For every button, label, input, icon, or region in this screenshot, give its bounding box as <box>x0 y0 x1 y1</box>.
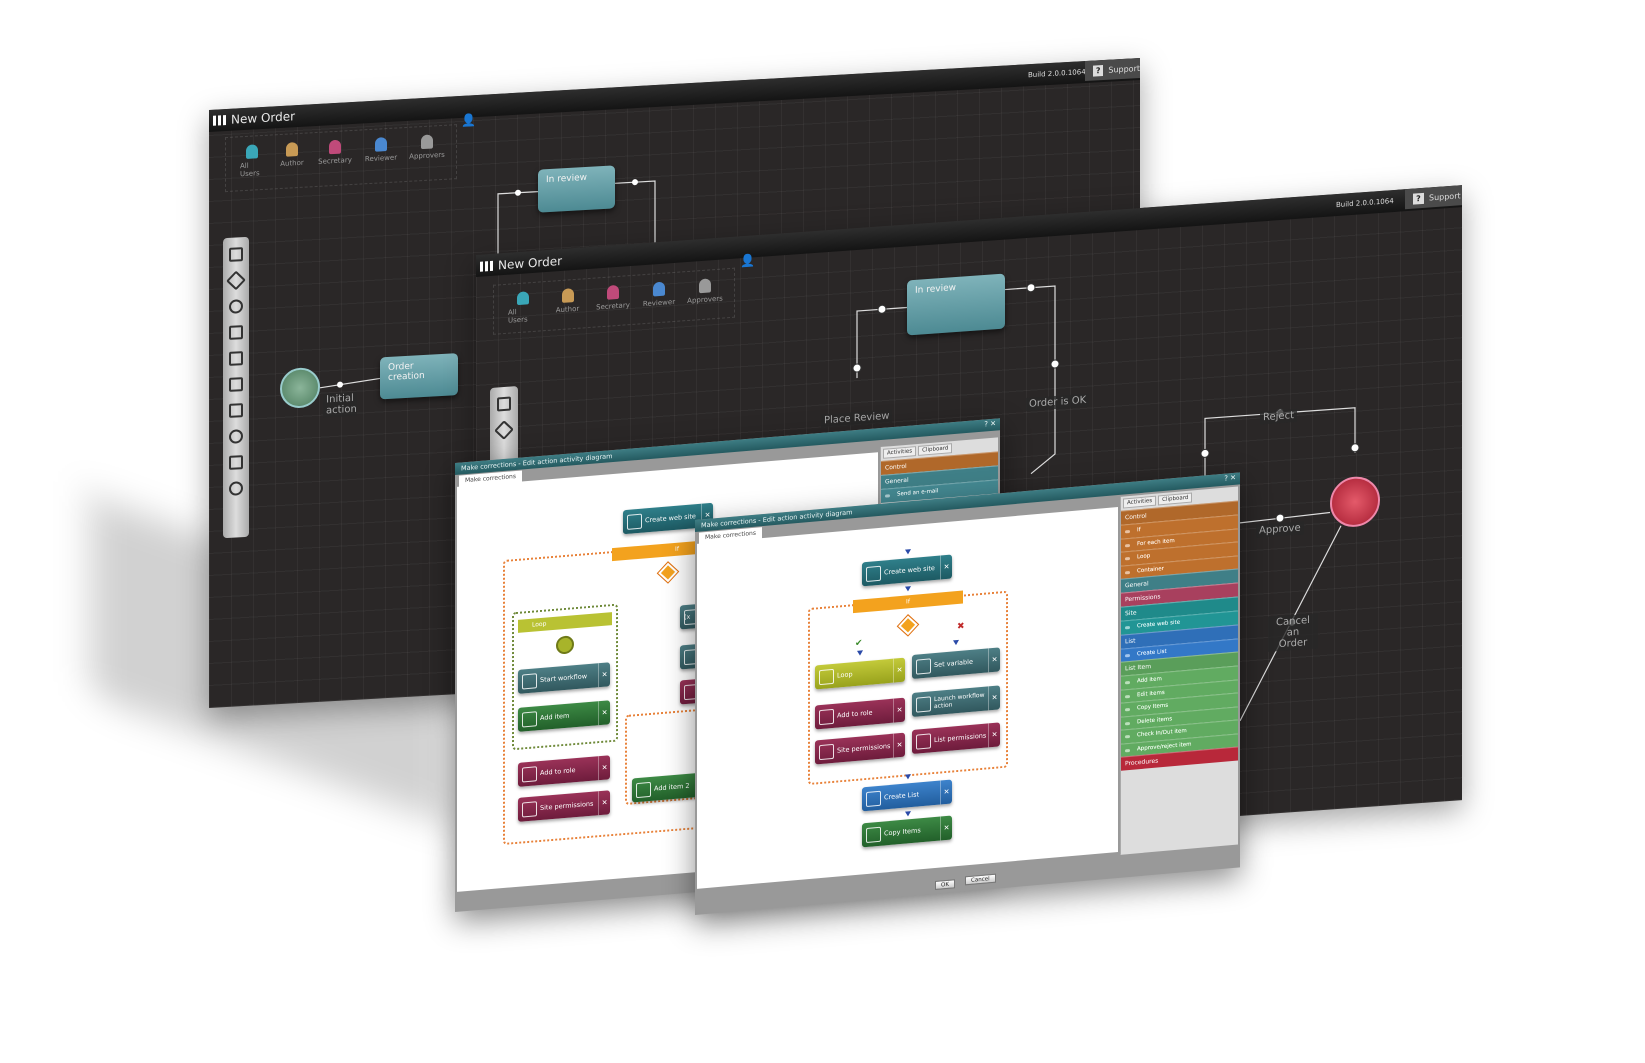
loop-tool-icon[interactable] <box>229 429 243 444</box>
false-branch-x-icon: ✖ <box>957 621 965 633</box>
delete-icon[interactable]: ✕ <box>893 657 905 683</box>
chart-tool-icon[interactable] <box>229 351 243 366</box>
dialog-controls[interactable]: ? ✕ <box>1224 473 1236 483</box>
calendar-tool-icon[interactable] <box>229 377 243 392</box>
flow-arrow <box>953 639 959 646</box>
tab-activities[interactable]: Activities <box>883 446 917 459</box>
delete-icon[interactable]: ✕ <box>893 697 905 723</box>
check-tool-icon[interactable] <box>229 455 243 470</box>
state-tool-icon[interactable] <box>229 247 243 262</box>
delete-icon[interactable]: ✕ <box>598 755 610 781</box>
list-tool-icon[interactable] <box>229 325 243 340</box>
connector-tool-icon[interactable] <box>229 299 243 314</box>
delete-icon[interactable]: ✕ <box>893 732 905 758</box>
delete-icon[interactable]: ✕ <box>940 554 952 580</box>
decision-tool-icon[interactable] <box>226 270 246 291</box>
shape-toolbar <box>223 236 249 539</box>
true-branch-check-icon: ✔ <box>855 638 863 650</box>
transition-label: Cancel an Order <box>1268 613 1318 652</box>
tab-activities[interactable]: Activities <box>1123 495 1157 509</box>
state-in-review[interactable]: In review <box>907 273 1005 336</box>
delete-icon[interactable]: ✕ <box>598 700 610 726</box>
delete-icon[interactable]: ✕ <box>988 722 1000 748</box>
flow-arrow <box>905 549 911 555</box>
delete-icon[interactable]: ✕ <box>988 685 1000 711</box>
delete-icon[interactable]: ✕ <box>598 790 610 816</box>
front-workflow-window: New Order Build 2.0.0.1064 ?Support All … <box>476 185 1462 871</box>
tab-clipboard[interactable]: Clipboard <box>918 443 953 456</box>
state-tool-icon[interactable] <box>497 396 511 412</box>
delete-icon[interactable]: ✕ <box>940 779 952 805</box>
transition-label: Initial action <box>323 391 357 418</box>
delete-icon[interactable]: ✕ <box>988 647 1000 673</box>
delete-icon[interactable]: ✕ <box>598 662 610 688</box>
flow-arrow <box>905 774 911 780</box>
dialog-controls[interactable]: ? ✕ <box>984 419 996 429</box>
decision-tool-icon[interactable] <box>494 420 514 440</box>
transition-label: Reject <box>1260 408 1298 425</box>
settings-tool-icon[interactable] <box>229 481 243 496</box>
state-in-review[interactable]: In review <box>538 165 615 213</box>
delete-icon[interactable]: ✕ <box>940 815 952 841</box>
front-activity-dialog: Make corrections - Edit action activity … <box>695 472 1240 915</box>
flow-arrow <box>905 586 911 592</box>
document-tool-icon[interactable] <box>229 403 243 418</box>
flow-arrow <box>857 650 863 656</box>
ok-button[interactable]: OK <box>935 879 955 891</box>
tab-clipboard[interactable]: Clipboard <box>1158 492 1193 506</box>
flow-arrow <box>905 811 911 817</box>
state-order-creation[interactable]: Order creation <box>380 353 458 400</box>
cancel-button[interactable]: Cancel <box>965 873 996 886</box>
